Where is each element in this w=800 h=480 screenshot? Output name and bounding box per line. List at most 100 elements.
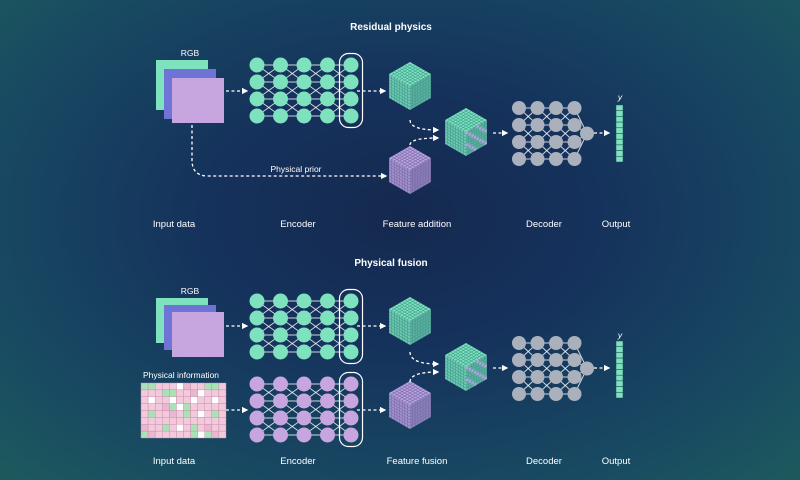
cube-cell: [473, 370, 477, 375]
cube-cell: [471, 368, 474, 373]
grid-cell: [204, 424, 213, 432]
cube-grid-line: [399, 67, 421, 81]
grid-cell: [190, 417, 198, 425]
grid-cell: [140, 396, 149, 404]
encoder-node: [320, 344, 335, 360]
output-cell: [615, 346, 624, 353]
output-cell: [615, 363, 624, 370]
grid-cell: [140, 424, 149, 432]
encoder-node: [273, 310, 288, 326]
decoder-network: [512, 336, 594, 401]
grid-cell: [169, 396, 177, 404]
decoder-node: [530, 118, 545, 132]
grid-cell: [218, 410, 227, 418]
encoder-node: [296, 108, 312, 124]
cube-cell: [481, 374, 485, 379]
encoder-node: [343, 393, 359, 409]
cube-cell: [479, 138, 482, 143]
grid-cell: [211, 389, 220, 397]
cube-grid-line: [388, 404, 411, 418]
grid-cell: [147, 424, 156, 432]
encoder-node: [273, 57, 288, 73]
encoder-node: [343, 427, 359, 443]
encoder-node: [343, 376, 359, 392]
decoder-node: [549, 152, 563, 166]
decoder-node: [567, 135, 582, 149]
cube-grid-line: [409, 169, 432, 183]
cube-grid-line: [388, 329, 411, 343]
output-cell: [615, 121, 624, 129]
output-cell: [615, 138, 624, 146]
encoder-node: [320, 293, 335, 309]
cube-grid-line: [388, 178, 411, 192]
encoder-node: [273, 344, 288, 360]
output-vector: [615, 340, 624, 399]
label-input-data: Input data: [153, 456, 196, 467]
encoder-node: [343, 108, 359, 124]
grid-cell: [183, 389, 191, 397]
decoder-node: [549, 370, 563, 384]
grid-cell: [147, 410, 156, 418]
grid-cell: [169, 430, 177, 439]
grid-cell: [147, 396, 156, 404]
cube-grid-line: [391, 382, 413, 395]
grid-cell: [218, 382, 227, 391]
cube-grid-line: [399, 302, 421, 316]
grid-cell: [211, 382, 220, 391]
cube-grid-line: [394, 383, 416, 397]
grid-cell: [204, 430, 213, 439]
cube-grid-line: [407, 298, 429, 311]
cube-cell: [479, 361, 482, 366]
cube-cell: [468, 144, 472, 149]
grid-cell: [154, 417, 163, 425]
cube-grid-line: [388, 172, 411, 186]
cube-grid-line: [409, 88, 432, 102]
cube-cell: [466, 377, 469, 382]
cube-cell: [481, 139, 485, 144]
decoder-node: [530, 370, 545, 384]
grid-cell: [140, 389, 149, 397]
grid-cell: [147, 430, 156, 439]
output-cell: [615, 150, 624, 157]
encoder-node: [343, 344, 359, 360]
encoder-node: [343, 410, 359, 426]
cube-grid-line: [404, 64, 426, 78]
cube-grid-line: [444, 369, 467, 383]
grid-cell: [140, 410, 149, 418]
grid-cell: [218, 424, 227, 432]
decoder-node: [549, 118, 563, 132]
grid-cell: [197, 424, 205, 432]
encoder-node: [343, 327, 359, 343]
grid-cell: [147, 417, 156, 425]
decoder-final-node: [580, 361, 594, 376]
cube-grid-line: [409, 413, 432, 427]
decoder-node: [512, 152, 526, 166]
cube-grid-line: [460, 110, 482, 124]
decoder-network: [512, 101, 594, 166]
encoder-node: [320, 410, 335, 426]
cube-grid-line: [404, 148, 426, 162]
cube-grid-line: [396, 385, 418, 398]
grid-cell: [154, 403, 163, 411]
grid-cell: [162, 396, 170, 404]
decoder-node: [530, 152, 545, 166]
arrow-physical-prior: [191, 125, 388, 180]
encoder-node: [296, 410, 312, 426]
cube-cell: [473, 382, 477, 387]
grid-cell: [162, 430, 170, 439]
decoder-node: [549, 387, 563, 401]
output-cell: [615, 104, 624, 111]
grid-cell: [197, 403, 205, 411]
arrow-cube-a-fused: [409, 351, 440, 368]
cube-grid-line: [409, 407, 432, 421]
cube-grid-line: [407, 63, 429, 76]
label-decoder: Decoder: [526, 456, 562, 467]
decoder-node: [530, 353, 545, 367]
decoder-node: [567, 118, 582, 132]
physical-information-label: Physical information: [143, 370, 219, 380]
encoder-node: [296, 427, 312, 443]
output-cell: [615, 110, 624, 117]
decoder-final-node: [580, 126, 594, 141]
grid-cell: [204, 382, 213, 391]
feature-cube-prior: [388, 146, 432, 194]
